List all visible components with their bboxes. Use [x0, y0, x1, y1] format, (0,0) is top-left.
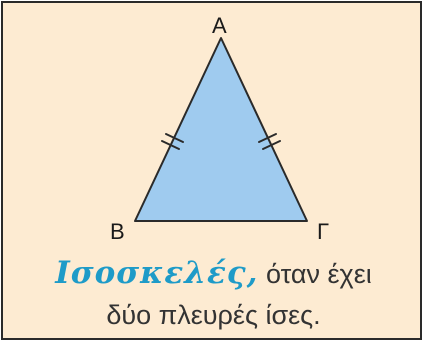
definition-line-1-text: όταν έχει: [265, 259, 372, 289]
vertex-label-bottom-right: Γ: [317, 219, 330, 244]
isosceles-triangle-figure: [134, 37, 308, 222]
vertex-label-bottom-left: Β: [110, 219, 125, 244]
equal-side-marks-left: [161, 133, 184, 150]
vertex-label-top: Α: [212, 13, 227, 38]
definition-line-1: Ισοσκελές, όταν έχει: [3, 255, 424, 291]
definition-line-2: δύο πλευρές ίσες.: [106, 300, 321, 330]
isosceles-triangle: [134, 37, 308, 222]
equal-side-marks-right: [258, 133, 281, 150]
isosceles-definition-card: Α Β Γ Ισοσκελές, όταν έχει δύο πλευρές ί…: [1, 1, 422, 340]
isosceles-term: Ισοσκελές,: [55, 255, 259, 291]
